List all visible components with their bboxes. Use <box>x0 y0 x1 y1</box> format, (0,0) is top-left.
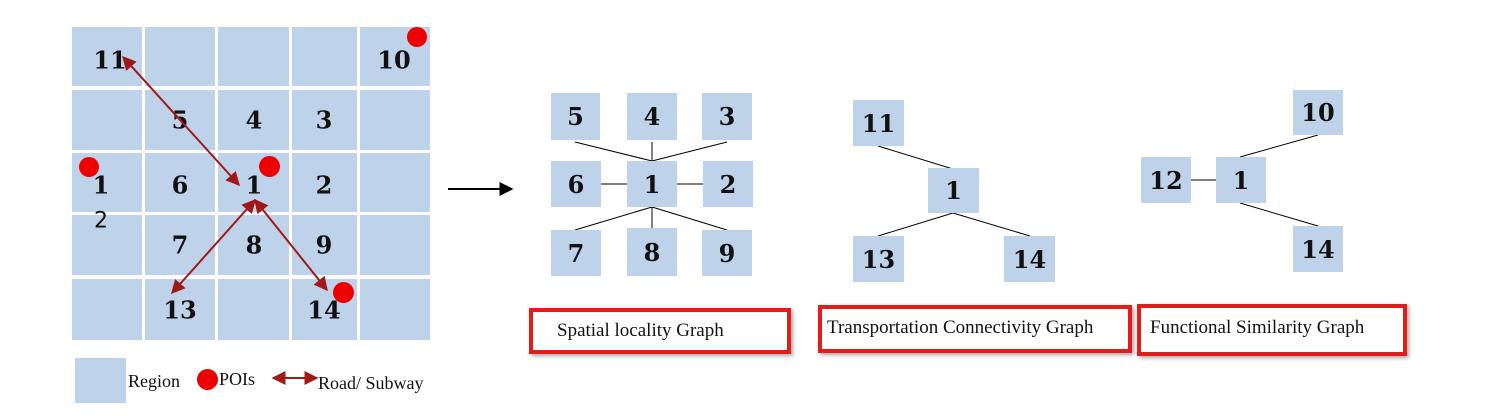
spatial-node-5: 5 <box>551 93 600 140</box>
region-cell <box>360 215 430 275</box>
spatial-graph-caption: Spatial locality Graph <box>557 320 724 341</box>
functional-graph-caption-box: Functional Similarity Graph <box>1137 304 1407 356</box>
functional-node-14: 14 <box>1293 226 1343 272</box>
poi-marker <box>259 156 280 177</box>
spatial-node-6: 6 <box>551 161 601 207</box>
road-1-to-13 <box>171 198 256 295</box>
transport-node-13: 13 <box>853 236 904 282</box>
transport-node-14: 14 <box>1004 236 1055 282</box>
region-cell <box>360 279 430 340</box>
spatial-node-7: 7 <box>551 230 601 276</box>
transport-graph-edges <box>877 145 1031 237</box>
poi-marker <box>407 27 427 47</box>
region-legend-swatch <box>75 358 126 403</box>
spatial-node-2: 2 <box>703 161 753 207</box>
region-label-2: 2 <box>315 170 333 200</box>
spatial-graph-caption-box: Spatial locality Graph <box>529 308 791 354</box>
region-label-1-left: 1 <box>92 170 110 200</box>
spatial-node-3: 3 <box>702 93 752 140</box>
region-label-11: 11 <box>93 45 127 75</box>
road-1-to-14 <box>254 198 328 292</box>
functional-graph-caption: Functional Similarity Graph <box>1150 317 1365 338</box>
transport-node-11: 11 <box>853 100 904 146</box>
functional-node-10: 10 <box>1293 90 1343 135</box>
functional-graph-edges <box>1191 134 1319 227</box>
region-label-13: 13 <box>163 295 197 325</box>
region-cell <box>72 215 142 275</box>
spatial-graph-edges <box>574 141 728 231</box>
region-label-3: 3 <box>315 105 333 135</box>
region-label-14: 14 <box>307 295 341 325</box>
region-cell <box>292 90 357 150</box>
spatial-node-8: 8 <box>627 228 677 276</box>
transport-graph-caption: Transportation Connectivity Graph <box>827 317 1094 338</box>
poi-marker <box>79 157 99 177</box>
transport-node-1: 1 <box>928 168 979 213</box>
legend-pois-label: POIs <box>219 369 256 389</box>
functional-node-12: 12 <box>1141 157 1191 203</box>
spatial-node-9: 9 <box>702 230 752 276</box>
region-cell <box>360 153 430 212</box>
poi-marker <box>333 282 354 303</box>
legend-road-label: Road/ Subway <box>318 373 424 393</box>
region-label-1-center: 1 <box>245 170 263 200</box>
poi-legend-icon <box>197 369 218 390</box>
spatial-node-4: 4 <box>627 93 677 140</box>
region-label-4: 4 <box>245 105 263 135</box>
transport-graph-caption-box: Transportation Connectivity Graph <box>818 305 1132 353</box>
region-label-2-left: 2 <box>94 208 108 234</box>
functional-node-1: 1 <box>1216 157 1266 203</box>
region-cell <box>72 279 142 340</box>
legend-region-label: Region <box>128 371 180 391</box>
spatial-node-1: 1 <box>627 161 677 207</box>
road-11-to-1 <box>122 55 240 187</box>
region-cell <box>360 90 430 150</box>
region-cell <box>292 27 357 86</box>
region-label-10: 10 <box>377 45 411 75</box>
